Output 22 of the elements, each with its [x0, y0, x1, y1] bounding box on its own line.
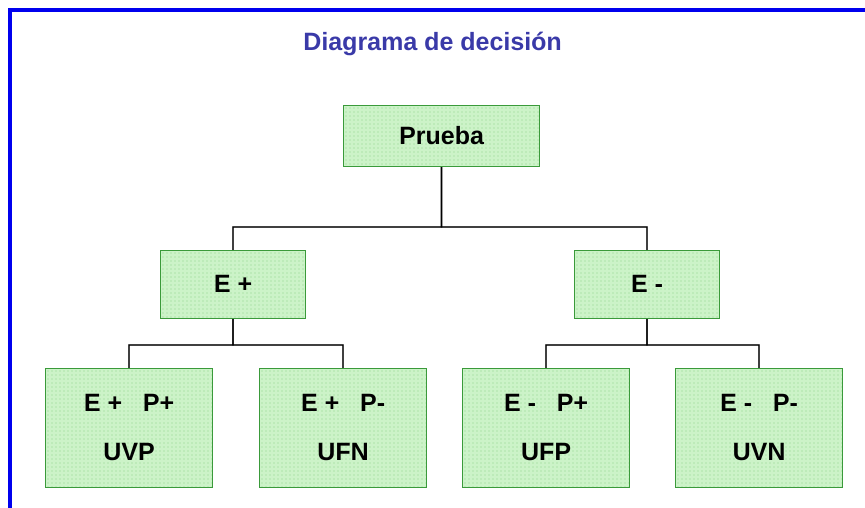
tree-box	[259, 368, 427, 488]
box-label: UVN	[732, 438, 786, 467]
box-label: E + P-	[300, 389, 386, 418]
tree-box	[574, 250, 720, 319]
tree-box	[462, 368, 630, 488]
box-label: E -	[631, 270, 663, 299]
connector-line	[440, 167, 648, 250]
box-label: UFN	[317, 438, 369, 467]
box-label: E +	[214, 270, 252, 299]
diagram-title: Diagrama de decisión	[302, 28, 563, 57]
tree-box	[343, 105, 540, 167]
tree-box	[160, 250, 306, 319]
connector-line	[232, 319, 344, 368]
box-label: UVP	[103, 438, 155, 467]
box-label: E + P+	[84, 389, 174, 418]
box-label: E - P+	[504, 389, 588, 418]
connector-line	[646, 319, 760, 368]
box-label: E - P-	[720, 389, 798, 418]
tree-box	[675, 368, 843, 488]
box-label: UFP	[521, 438, 571, 467]
box-label: Prueba	[399, 122, 484, 150]
tree-box	[45, 368, 213, 488]
